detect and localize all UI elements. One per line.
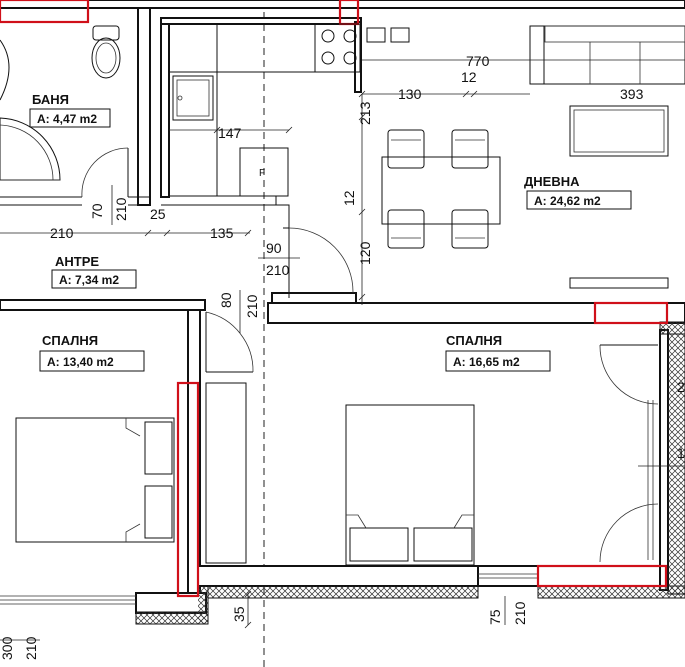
room-name-bathroom: БАНЯ: [32, 92, 69, 107]
dim-213: 213: [357, 101, 373, 125]
fridge-icon: F: [239, 147, 289, 197]
dim-770: 770: [466, 53, 490, 69]
dim-147: 147: [218, 125, 242, 141]
dim-2-right: 2: [677, 379, 685, 395]
dim-210-window: 210: [512, 601, 528, 625]
dim-393: 393: [620, 86, 644, 102]
toilet-icon: [91, 25, 121, 79]
room-name-living: ДНЕВНА: [524, 174, 580, 189]
dim-90: 90: [266, 240, 282, 256]
doors: [81, 147, 659, 563]
dim-210-bottom: 210: [23, 636, 39, 660]
room-name-bedroom-right: СПАЛНЯ: [446, 333, 502, 348]
dim-12-mid: 12: [341, 190, 357, 206]
openings: [0, 0, 669, 598]
dining-table-icon: [381, 129, 501, 249]
dim-75: 75: [487, 609, 503, 625]
room-area-bathroom: A: 4,47 m2: [37, 112, 97, 126]
room-name-bedroom-left: СПАЛНЯ: [42, 333, 98, 348]
dim-12-top: 12: [461, 69, 477, 85]
room-area-living: A: 24,62 m2: [534, 194, 601, 208]
tv-stand-icon: [569, 277, 669, 289]
double-bed-icon: [345, 404, 475, 566]
dimension-lines: [0, 59, 685, 641]
dim-25: 25: [150, 206, 166, 222]
double-bed-icon: [15, 417, 175, 543]
coffee-table-icon: [569, 105, 669, 157]
dim-210-corridor: 210: [50, 225, 74, 241]
room-name-entrance: АНТРЕ: [55, 254, 99, 269]
dim-210-door: 210: [266, 262, 290, 278]
room-area-entrance: A: 7,34 m2: [59, 273, 119, 287]
stove-icon: [314, 23, 361, 73]
dim-70: 70: [89, 203, 105, 219]
dim-210-bath: 210: [113, 197, 129, 221]
kitchen-sink-icon: [172, 75, 214, 121]
svg-text:F: F: [259, 168, 265, 179]
dimension-labels: 770 130 12 393 213 147 12 120 210 25 135…: [0, 53, 685, 660]
room-area-bedroom-left: A: 13,40 m2: [47, 355, 114, 369]
dim-130: 130: [398, 86, 422, 102]
dim-210-bedroom: 210: [244, 294, 260, 318]
room-area-bedroom-right: A: 16,65 m2: [453, 355, 520, 369]
dim-120: 120: [357, 241, 373, 265]
dim-35: 35: [231, 606, 247, 622]
sofa-icon: [529, 25, 685, 85]
dim-135: 135: [210, 225, 234, 241]
wardrobe-icon: [205, 382, 247, 564]
fixtures: F: [0, 23, 685, 566]
washbasin-icon: [0, 39, 10, 101]
dim-80: 80: [218, 292, 234, 308]
shower-icon: [0, 117, 61, 181]
walls: [0, 0, 685, 625]
dim-1-right: 1: [677, 445, 685, 461]
room-labels: БАНЯ A: 4,47 m2 АНТРЕ A: 7,34 m2 ДНЕВНА …: [29, 92, 632, 372]
dim-300: 300: [0, 636, 15, 660]
